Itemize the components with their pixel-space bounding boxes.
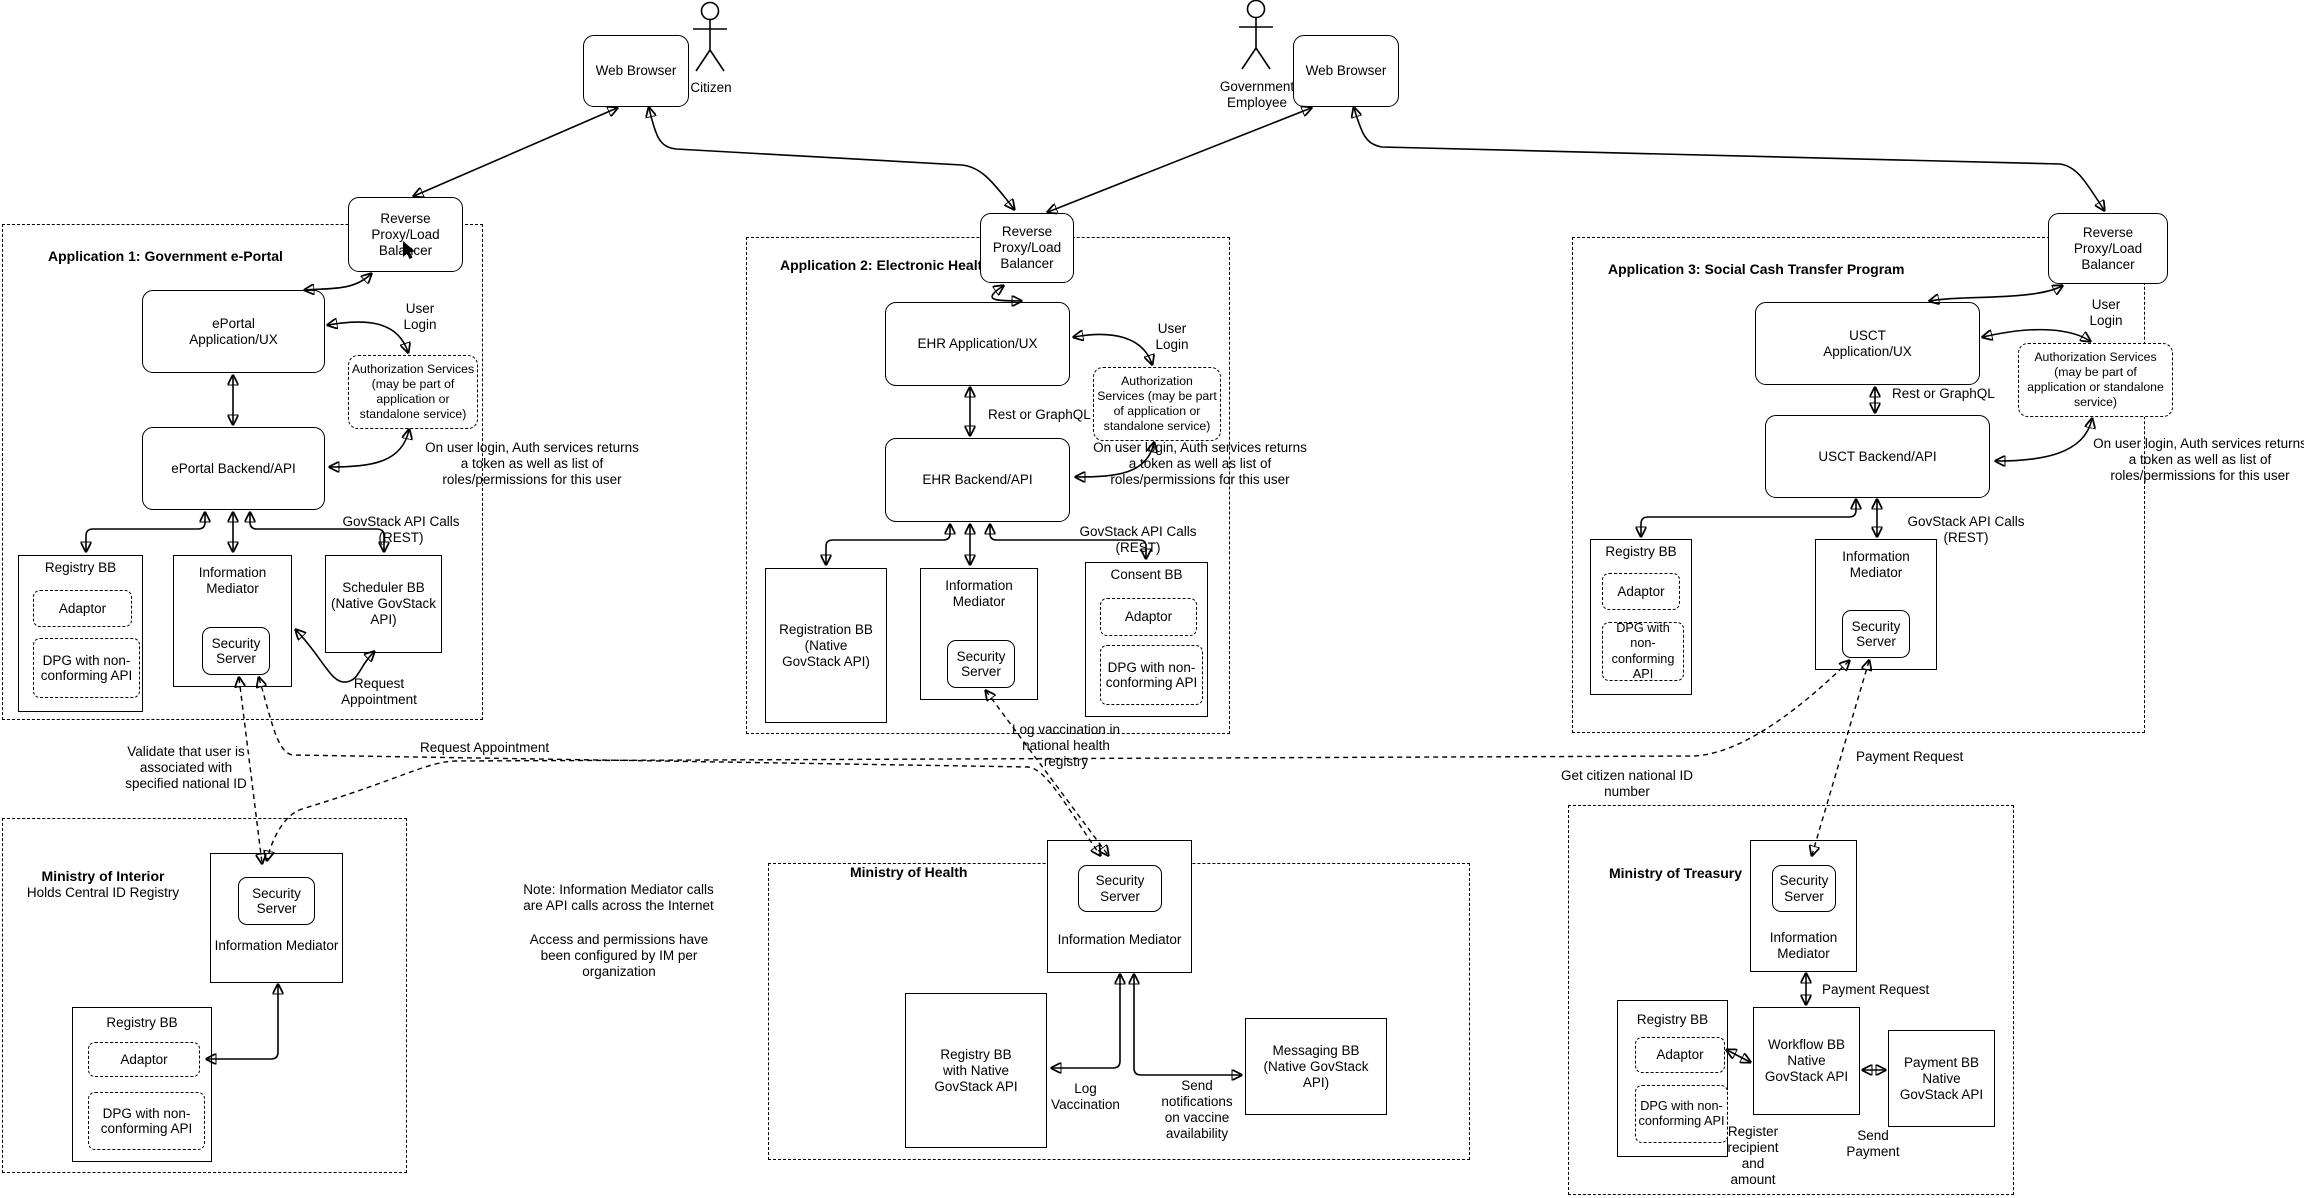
government-employee-label: Government Employee (1219, 79, 1295, 110)
ministry-interior-container (2, 818, 407, 1173)
app1-request-appointment-label: Request Appointment (341, 676, 417, 707)
get-citizen-id-label: Get citizen national ID number (1560, 768, 1694, 799)
mot-register-recipient-label: Register recipient and amount (1727, 1124, 1779, 1187)
app3-security-server[interactable]: Security Server (1842, 610, 1910, 658)
app1-auth-note: On user login, Auth services returns a t… (425, 440, 639, 487)
mot-registry-dpg[interactable]: DPG with non-conforming API (1635, 1085, 1728, 1143)
wire-browser2-proxy2 (1048, 108, 1311, 212)
app2-security-server[interactable]: Security Server (947, 640, 1015, 688)
moi-information-mediator-label: Information Mediator (214, 938, 339, 953)
mot-payment-request-label: Payment Request (1822, 982, 1930, 997)
app1-title: Application 1: Government e-Portal (48, 248, 283, 264)
payment-request-flow-label: Payment Request (1856, 749, 1964, 764)
note-access-permissions: Access and permissions have been configu… (529, 932, 709, 979)
moh-send-notifications-label: Send notifications on vaccine availabili… (1161, 1078, 1233, 1141)
citizen-label: Citizen (690, 80, 732, 95)
reverse-proxy-2[interactable]: Reverse Proxy/Load Balancer (980, 213, 1074, 283)
moh-registry-bb[interactable]: Registry BB with Native GovStack API (905, 993, 1047, 1148)
citizen-actor-icon (693, 1, 727, 72)
app1-security-server[interactable]: Security Server (202, 627, 270, 675)
app2-information-mediator-label: Information Mediator (945, 578, 1013, 609)
app3-registry-adaptor[interactable]: Adaptor (1602, 573, 1680, 610)
ministry-interior-subtitle: Holds Central ID Registry (26, 885, 180, 900)
government-employee-actor-icon (1239, 0, 1273, 70)
app1-govstack-calls-label: GovStack API Calls (REST) (342, 514, 460, 545)
reverse-proxy-3[interactable]: Reverse Proxy/Load Balancer (2048, 213, 2168, 284)
moh-information-mediator-label: Information Mediator (1057, 932, 1182, 947)
app1-authorization-services[interactable]: Authorization Services (may be part of a… (348, 355, 478, 429)
moi-registry-adaptor[interactable]: Adaptor (88, 1042, 200, 1077)
app2-title: Application 2: Electronic Health Record (780, 257, 1043, 273)
app3-information-mediator-label: Information Mediator (1842, 549, 1910, 580)
app2-log-vaccination-label: Log vaccination in national health regis… (1011, 722, 1121, 769)
app2-govstack-calls-label: GovStack API Calls (REST) (1079, 524, 1197, 555)
moi-registry-bb-label: Registry BB (106, 1015, 178, 1030)
app3-rest-graphql-label: Rest or GraphQL (1892, 386, 1995, 401)
wire-browser1-proxy1 (414, 108, 617, 196)
wire-browser1-proxy2 (649, 108, 1014, 209)
ministry-health-title: Ministry of Health (850, 864, 968, 880)
app3-title: Application 3: Social Cash Transfer Prog… (1608, 261, 1905, 277)
app3-application-ux[interactable]: USCT Application/UX (1755, 302, 1980, 385)
mot-payment-bb[interactable]: Payment BB Native GovStack API (1888, 1030, 1995, 1127)
moi-registry-dpg[interactable]: DPG with non-conforming API (88, 1092, 205, 1150)
mot-workflow-bb[interactable]: Workflow BB Native GovStack API (1753, 1007, 1860, 1115)
app3-govstack-calls-label: GovStack API Calls (REST) (1907, 514, 2025, 545)
reverse-proxy-1[interactable]: Reverse Proxy/Load Balancer (348, 197, 463, 272)
wire-browser2-proxy3 (1354, 108, 2104, 210)
ministry-interior-title: Ministry of Interior (41, 868, 165, 884)
app2-user-login-label: User Login (1155, 321, 1189, 352)
app1-registry-bb-label: Registry BB (44, 560, 117, 575)
app1-application-ux[interactable]: ePortal Application/UX (142, 290, 325, 373)
note-im-calls: Note: Information Mediator calls are API… (523, 882, 714, 913)
app2-auth-note: On user login, Auth services returns a t… (1093, 440, 1307, 487)
mot-registry-bb-label: Registry BB (1636, 1012, 1709, 1027)
app2-application-ux[interactable]: EHR Application/UX (885, 302, 1070, 386)
app2-consent-adaptor[interactable]: Adaptor (1100, 598, 1197, 636)
moi-security-server[interactable]: Security Server (238, 877, 315, 925)
app2-registration-bb[interactable]: Registration BB (Native GovStack API) (765, 568, 887, 723)
app3-registry-bb-label: Registry BB (1605, 544, 1677, 559)
mot-information-mediator-label: Information Mediator (1769, 930, 1838, 961)
request-appointment-flow-label: Request Appointment (420, 740, 550, 755)
moh-messaging-bb[interactable]: Messaging BB (Native GovStack API) (1245, 1018, 1387, 1115)
app2-consent-dpg[interactable]: DPG with non-conforming API (1100, 645, 1203, 705)
ministry-treasury-title: Ministry of Treasury (1609, 865, 1743, 881)
app1-backend-api[interactable]: ePortal Backend/API (142, 427, 325, 510)
app3-authorization-services[interactable]: Authorization Services (may be part of a… (2018, 343, 2173, 417)
app1-user-login-label: User Login (403, 301, 437, 332)
app1-information-mediator-label: Information Mediator (198, 565, 267, 596)
app2-rest-graphql-label: Rest or GraphQL (988, 407, 1091, 422)
app2-backend-api[interactable]: EHR Backend/API (885, 438, 1070, 522)
app2-consent-bb-label: Consent BB (1110, 567, 1183, 582)
mot-security-server[interactable]: Security Server (1772, 865, 1836, 912)
app3-backend-api[interactable]: USCT Backend/API (1765, 415, 1990, 498)
app3-registry-dpg[interactable]: DPG with non-conforming API (1602, 621, 1684, 681)
app3-user-login-label: User Login (2089, 297, 2123, 328)
mot-send-payment-label: Send Payment (1846, 1128, 1900, 1159)
web-browser-2[interactable]: Web Browser (1293, 35, 1399, 107)
app1-scheduler-bb[interactable]: Scheduler BB (Native GovStack API) (325, 555, 442, 653)
app3-auth-note: On user login, Auth services returns a t… (2093, 436, 2304, 483)
moh-log-vaccination-label: Log Vaccination (1051, 1081, 1120, 1112)
validate-user-label: Validate that user is associated with sp… (125, 744, 247, 791)
web-browser-1[interactable]: Web Browser (583, 35, 689, 107)
mot-registry-adaptor[interactable]: Adaptor (1635, 1037, 1725, 1073)
app1-registry-adaptor[interactable]: Adaptor (33, 590, 132, 627)
app2-authorization-services[interactable]: Authorization Services (may be part of a… (1093, 367, 1221, 441)
app1-registry-dpg[interactable]: DPG with non-conforming API (33, 638, 140, 698)
moh-security-server[interactable]: Security Server (1078, 865, 1162, 912)
